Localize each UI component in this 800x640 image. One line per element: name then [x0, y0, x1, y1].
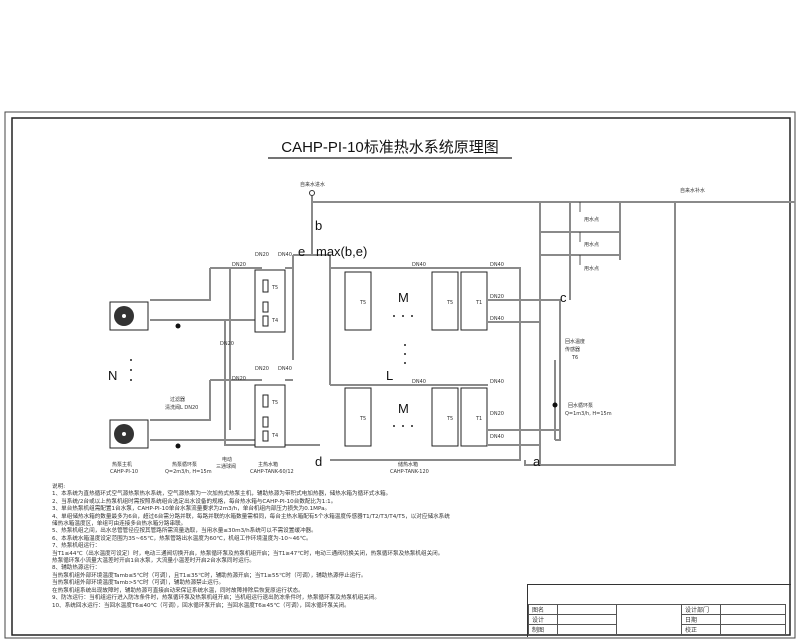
note-line: 4、单组储热水箱的数量最多为6台，超过6台需分路并联，每路并联的水箱数量需相同，… — [52, 513, 450, 520]
ellipsis-dots — [130, 359, 132, 381]
label-dn20: DN20 — [490, 294, 504, 300]
tb-drawn: 制图 — [528, 624, 558, 635]
sensor-label: T4 — [271, 318, 278, 324]
outer-frame — [4, 111, 796, 639]
label-b: b — [315, 218, 322, 233]
note-line: 当T1≤44℃（出水温度可设定）时，电动三通阀切换开启，热泵循环泵及热泵机组开启… — [52, 550, 444, 557]
label-c: c — [560, 290, 567, 305]
caption-return-pump: 回水循环泵 — [568, 402, 593, 409]
sensor-label: T5 — [359, 416, 366, 422]
label-a: a — [533, 454, 541, 469]
sensor-label: T5 — [446, 300, 453, 306]
note-line: 9、防冻运行：当机组运行进入防冻条件时，热泵循环泵及热泵机组开启；当机组运行退出… — [52, 595, 380, 602]
main-tank: T5 T4 — [254, 384, 286, 448]
use-point-label: 用水点 — [584, 241, 599, 248]
label-m-top: M — [398, 290, 409, 305]
sensor-label: T5 — [271, 285, 278, 291]
sensor-label: T1 — [475, 416, 482, 422]
note-line: 热泵循环泵小流量大温差时开启1台水泵，大流量小温差时开启2台水泵同时运行。 — [52, 558, 255, 565]
sensor-label: T4 — [271, 433, 278, 439]
label-supply-out: 自来水补水 — [680, 187, 705, 194]
tb-dept: 设计部门 — [681, 604, 721, 615]
use-points: 用水点 用水点 用水点 — [579, 202, 599, 272]
hp-pump-icon — [175, 323, 181, 329]
note-line: 当热泵机组外部环境温度Tamb≤5℃时（可调），且T1≤35℃时，辅助热源开启；… — [52, 572, 367, 579]
caption-hp-pump: 热泵循环泵 — [172, 461, 197, 468]
note-line: 3、单台热泵机组需配置1台水泵，CAHP-PI-10单台水泵流量要求为2m3/h… — [52, 506, 331, 513]
storage-tanks: T5 T5 T1 T5 T5 T1 — [344, 271, 488, 447]
caption-return-pump-spec: Q=1m3/h, H=15m — [565, 411, 612, 417]
caption-filter: 过滤器 — [170, 396, 185, 403]
label-dn20: DN20 — [255, 252, 269, 258]
label-dn40: DN40 — [278, 252, 292, 258]
title-block: 图名 设计部门 设计 日期 制图 校正 — [527, 584, 791, 637]
heat-pump-unit — [109, 419, 149, 449]
tb-design: 设计 — [528, 614, 558, 625]
label-m-bottom: M — [398, 401, 409, 416]
inlet-icon — [309, 190, 315, 196]
notes: 说明: 1、本系统为直热循环式空气源热泵热水系统，空气源热泵为一次加热式热泵主机… — [52, 484, 522, 610]
label-dn40: DN40 — [412, 379, 426, 385]
caption-storage-tank-model: CAHP-TANK-120 — [390, 469, 429, 475]
label-dn40: DN40 — [490, 262, 504, 268]
caption-storage-tank: 储热水箱 — [398, 461, 418, 468]
sensor-label: T5 — [359, 300, 366, 306]
label-dn40: DN40 — [278, 366, 292, 372]
caption-return-sensor-2: 传感器 — [565, 346, 580, 353]
caption-3way-valve-2: 三通球阀 — [216, 463, 236, 470]
label-dn20: DN20 — [490, 411, 504, 417]
note-line: 10、系统回水运行：当回水温度T6≤40℃（可调），回水循环泵开启；当回水温度T… — [52, 602, 350, 609]
note-line: 8、辅助热源运行： — [52, 565, 101, 572]
use-point-label: 用水点 — [584, 265, 599, 272]
inner-frame — [11, 117, 791, 636]
note-line: 说明: — [52, 484, 66, 490]
caption-t6: T6 — [571, 355, 578, 361]
note-line: 2、当系统/2台或以上热泵机组时需按照系统组合选定出水设备的规格，每台热水箱与C… — [52, 498, 337, 505]
main-tank: T5 T4 — [254, 269, 286, 333]
pipes — [150, 196, 795, 466]
tb-check: 校正 — [681, 624, 721, 635]
note-line: 当热泵机组外部环境温度Tamb>5℃时（可调），辅助热源禁止运行。 — [52, 580, 225, 587]
return-pump-icon — [552, 402, 558, 408]
note-line: 5、热泵机组之间，出水总管管径应按其管路所需流量选取，当用水量≤30m3/h系统… — [52, 528, 317, 535]
hp-pump-icon — [175, 443, 181, 449]
caption-flush-valve: 清洗阀L DN20 — [165, 404, 198, 411]
note-line: 在热泵机组系统出现故障时，辅助热源可直接启动来保证系统水温，同时故障排除后恢复原… — [52, 587, 304, 594]
use-point-label: 用水点 — [584, 216, 599, 223]
label-n: N — [108, 368, 117, 383]
sensor-label: T5 — [446, 416, 453, 422]
label-dn20: DN20 — [232, 262, 246, 268]
drawing-title: CAHP-PI-10标准热水系统原理图 — [281, 139, 499, 156]
note-line: 7、热泵机组运行： — [52, 543, 101, 550]
label-max-b-e: max(b,e) — [316, 244, 367, 259]
label-dn40: DN40 — [490, 434, 504, 440]
label-dn40: DN40 — [412, 262, 426, 268]
label-cold-in: 自来水进水 — [300, 181, 325, 188]
caption-main-tank: 主热水箱 — [258, 461, 278, 468]
caption-main-tank-model: CAHP-TANK-60/12 — [250, 469, 294, 475]
label-dn20: DN20 — [232, 376, 246, 382]
heat-pump-unit — [109, 301, 149, 331]
label-dn40: DN40 — [490, 379, 504, 385]
tb-drawing-name: 图名 — [528, 604, 558, 615]
label-l: L — [386, 368, 393, 383]
caption-3way-valve: 电动 — [222, 456, 232, 463]
label-d: d — [315, 454, 322, 469]
label-dn20: DN20 — [255, 366, 269, 372]
sensor-label: T5 — [271, 400, 278, 406]
label-e: e — [298, 244, 305, 259]
caption-heat-pump-model: CAHP-PI-10 — [110, 469, 138, 475]
label-dn40: DN40 — [490, 316, 504, 322]
note-line: 储热水箱温度区，单组可由连接多台热水箱分路串联。 — [52, 521, 187, 528]
note-line: 6、本系统水箱温度设定范围为35~65℃，热泵管路出水温度为60℃，机组工作环境… — [52, 535, 312, 542]
caption-hp-pump-spec: Q=2m3/h, H=15m — [165, 469, 212, 475]
sensor-label: T1 — [475, 300, 482, 306]
caption-heat-pump: 热泵主机 — [112, 461, 132, 468]
label-dn20: DN20 — [220, 341, 234, 347]
caption-return-sensor: 回水温度 — [565, 338, 585, 345]
tb-date: 日期 — [681, 614, 721, 625]
note-line: 1、本系统为直热循环式空气源热泵热水系统，空气源热泵为一次加热式热泵主机，辅助热… — [52, 491, 392, 498]
